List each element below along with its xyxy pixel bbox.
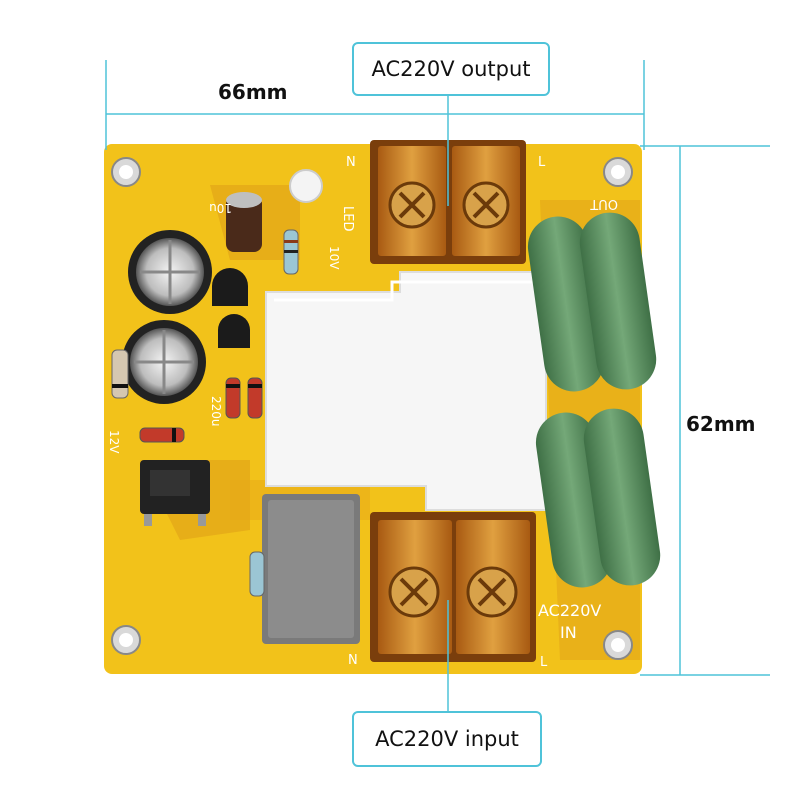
- led: [289, 169, 323, 203]
- silk-12v: 12V: [107, 430, 121, 454]
- silk-l-bottom: L: [540, 655, 548, 670]
- silk-cap: 10u: [209, 201, 232, 215]
- silk-l-top: L: [538, 155, 546, 170]
- transistor: [212, 268, 248, 306]
- rectifier-chip: [140, 460, 210, 526]
- pcb-board: AC220V IN OUT LED 10u 10V 12V 220u N L N…: [104, 140, 661, 674]
- electrolytic-capacitor: [128, 230, 212, 314]
- height-dimension: [640, 145, 770, 676]
- power-resistor: [579, 212, 657, 390]
- silk-n-bottom: N: [348, 653, 358, 668]
- silk-in-top: AC220V: [538, 601, 601, 620]
- input-callout: AC220V input: [352, 711, 542, 767]
- silk-in-bottom: IN: [560, 623, 577, 642]
- resistor: [283, 229, 299, 275]
- silk-n-top: N: [346, 155, 356, 170]
- output-callout: AC220V output: [352, 42, 550, 96]
- electrolytic-capacitor: [122, 320, 206, 404]
- silk-volt: 10V: [327, 246, 341, 270]
- relay: [265, 271, 547, 511]
- width-dimension: [105, 60, 645, 150]
- x-capacitor: [262, 494, 360, 644]
- silk-out: OUT: [590, 196, 618, 211]
- small-capacitor: [226, 192, 262, 252]
- diode: [225, 377, 241, 419]
- height-dimension-label: 62mm: [686, 412, 756, 436]
- resistor: [111, 349, 129, 399]
- width-dimension-label: 66mm: [218, 80, 288, 104]
- resistor: [249, 551, 265, 597]
- mounting-hole: [111, 625, 141, 655]
- power-resistor: [583, 408, 661, 586]
- diode: [139, 427, 185, 443]
- silk-220u: 220u: [209, 396, 223, 427]
- silk-led: LED: [340, 206, 355, 231]
- transistor: [218, 314, 250, 348]
- terminal-block-input: [370, 512, 536, 662]
- diode: [247, 377, 263, 419]
- mounting-hole: [111, 157, 141, 187]
- mounting-hole: [603, 157, 633, 187]
- mounting-hole: [603, 630, 633, 660]
